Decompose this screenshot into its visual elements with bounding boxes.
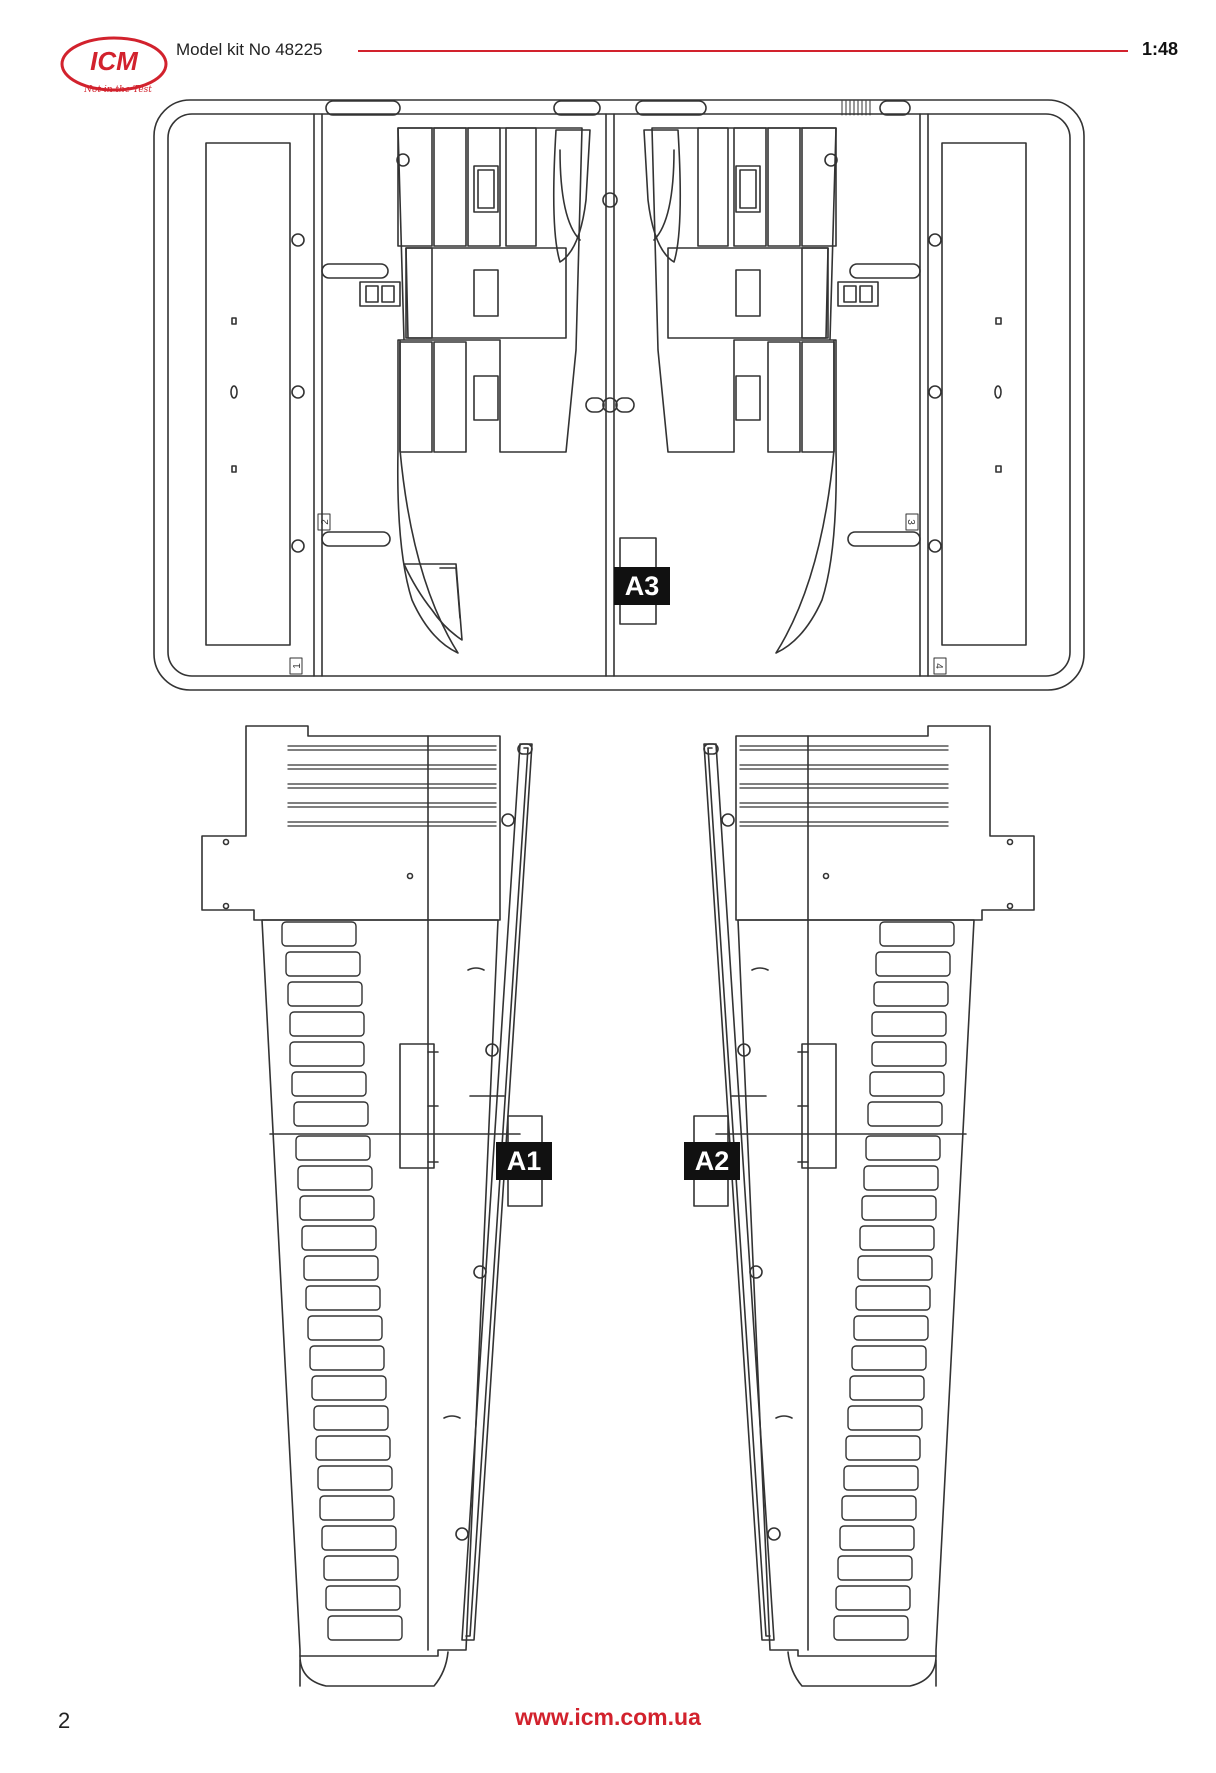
fuselage-half-right <box>643 127 838 654</box>
kit-title: Model kit No 48225 <box>176 40 323 59</box>
sprue-numbers: 2 3 1 4 <box>289 513 947 675</box>
part-label-a3: A3 <box>614 567 670 605</box>
icm-logo: ICM Not in the Test <box>60 36 168 95</box>
wing-a2 <box>693 725 1035 1687</box>
logo-brand: ICM <box>90 46 139 76</box>
part-label-a1: A1 <box>496 1142 552 1180</box>
side-panel-right <box>941 142 1027 646</box>
part-label-a2: A2 <box>684 1142 740 1180</box>
logo-slogan: Not in the Test <box>83 85 152 95</box>
side-panel-left <box>205 142 291 646</box>
sprue-number-2: 2 <box>320 519 331 525</box>
page-header: ICM Not in the Test Model kit No 48225 1… <box>0 0 1216 110</box>
page-number: 2 <box>58 1708 71 1733</box>
website-link[interactable]: www.icm.com.ua <box>515 1704 701 1730</box>
fuselage-half-left <box>396 127 591 654</box>
sprue-number-3: 3 <box>905 519 916 525</box>
wing-a1 <box>201 725 543 1687</box>
header-rule <box>358 50 1128 52</box>
kit-scale: 1:48 <box>1142 39 1179 59</box>
sprue-number-1: 1 <box>292 663 303 669</box>
sprue-number-4: 4 <box>933 663 944 669</box>
